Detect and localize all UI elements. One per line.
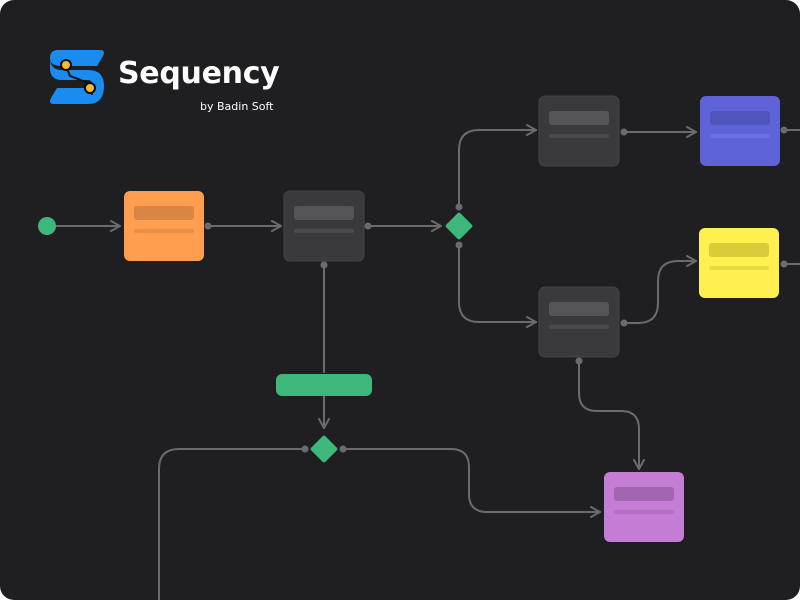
node-line-placeholder — [709, 266, 769, 270]
connection-port — [339, 445, 347, 453]
node-title-placeholder — [134, 206, 194, 220]
brand-name: Sequency — [118, 56, 280, 91]
connector-gateway-to-purple — [342, 448, 601, 518]
connection-port — [364, 222, 372, 230]
node-line-placeholder — [549, 134, 609, 138]
task-node-gray-top[interactable] — [538, 95, 620, 167]
node-line-placeholder — [549, 325, 609, 329]
brand: Sequency by Badin Soft — [48, 48, 288, 118]
green-bar-node[interactable] — [276, 374, 372, 396]
connector-gateway-left-down — [158, 448, 306, 600]
node-line-placeholder — [294, 229, 354, 233]
node-title-placeholder — [549, 111, 609, 125]
connector-mid-to-yellow — [623, 255, 697, 324]
connection-port — [620, 319, 628, 327]
task-node-yellow[interactable] — [699, 228, 779, 298]
connection-port — [780, 260, 788, 268]
node-line-placeholder — [134, 229, 194, 233]
node-title-placeholder — [710, 111, 770, 125]
gateway-diamond-1[interactable] — [445, 212, 473, 240]
connection-port — [780, 126, 788, 134]
connector-gateway-to-top — [458, 124, 537, 208]
task-node-orange[interactable] — [124, 191, 204, 261]
task-node-blue[interactable] — [700, 96, 780, 166]
node-title-placeholder — [294, 206, 354, 220]
gateway-diamond-2[interactable] — [310, 435, 338, 463]
task-node-gray-1[interactable] — [283, 190, 365, 262]
connection-port — [320, 261, 328, 269]
sequency-logo-icon — [50, 50, 104, 104]
connection-port — [575, 357, 583, 365]
task-node-purple[interactable] — [604, 472, 684, 542]
connection-port — [620, 128, 628, 136]
start-event[interactable] — [38, 217, 56, 235]
connector-mid-to-purple — [578, 360, 645, 470]
brand-byline: by Badin Soft — [200, 100, 274, 113]
node-line-placeholder — [614, 510, 674, 514]
connection-port — [301, 445, 309, 453]
connection-port — [204, 222, 212, 230]
connector-gateway-to-mid — [458, 244, 537, 328]
connection-port — [455, 241, 463, 249]
node-title-placeholder — [614, 487, 674, 501]
connection-port — [455, 203, 463, 211]
node-title-placeholder — [709, 243, 769, 257]
node-line-placeholder — [710, 134, 770, 138]
node-title-placeholder — [549, 302, 609, 316]
task-node-gray-mid[interactable] — [538, 286, 620, 358]
